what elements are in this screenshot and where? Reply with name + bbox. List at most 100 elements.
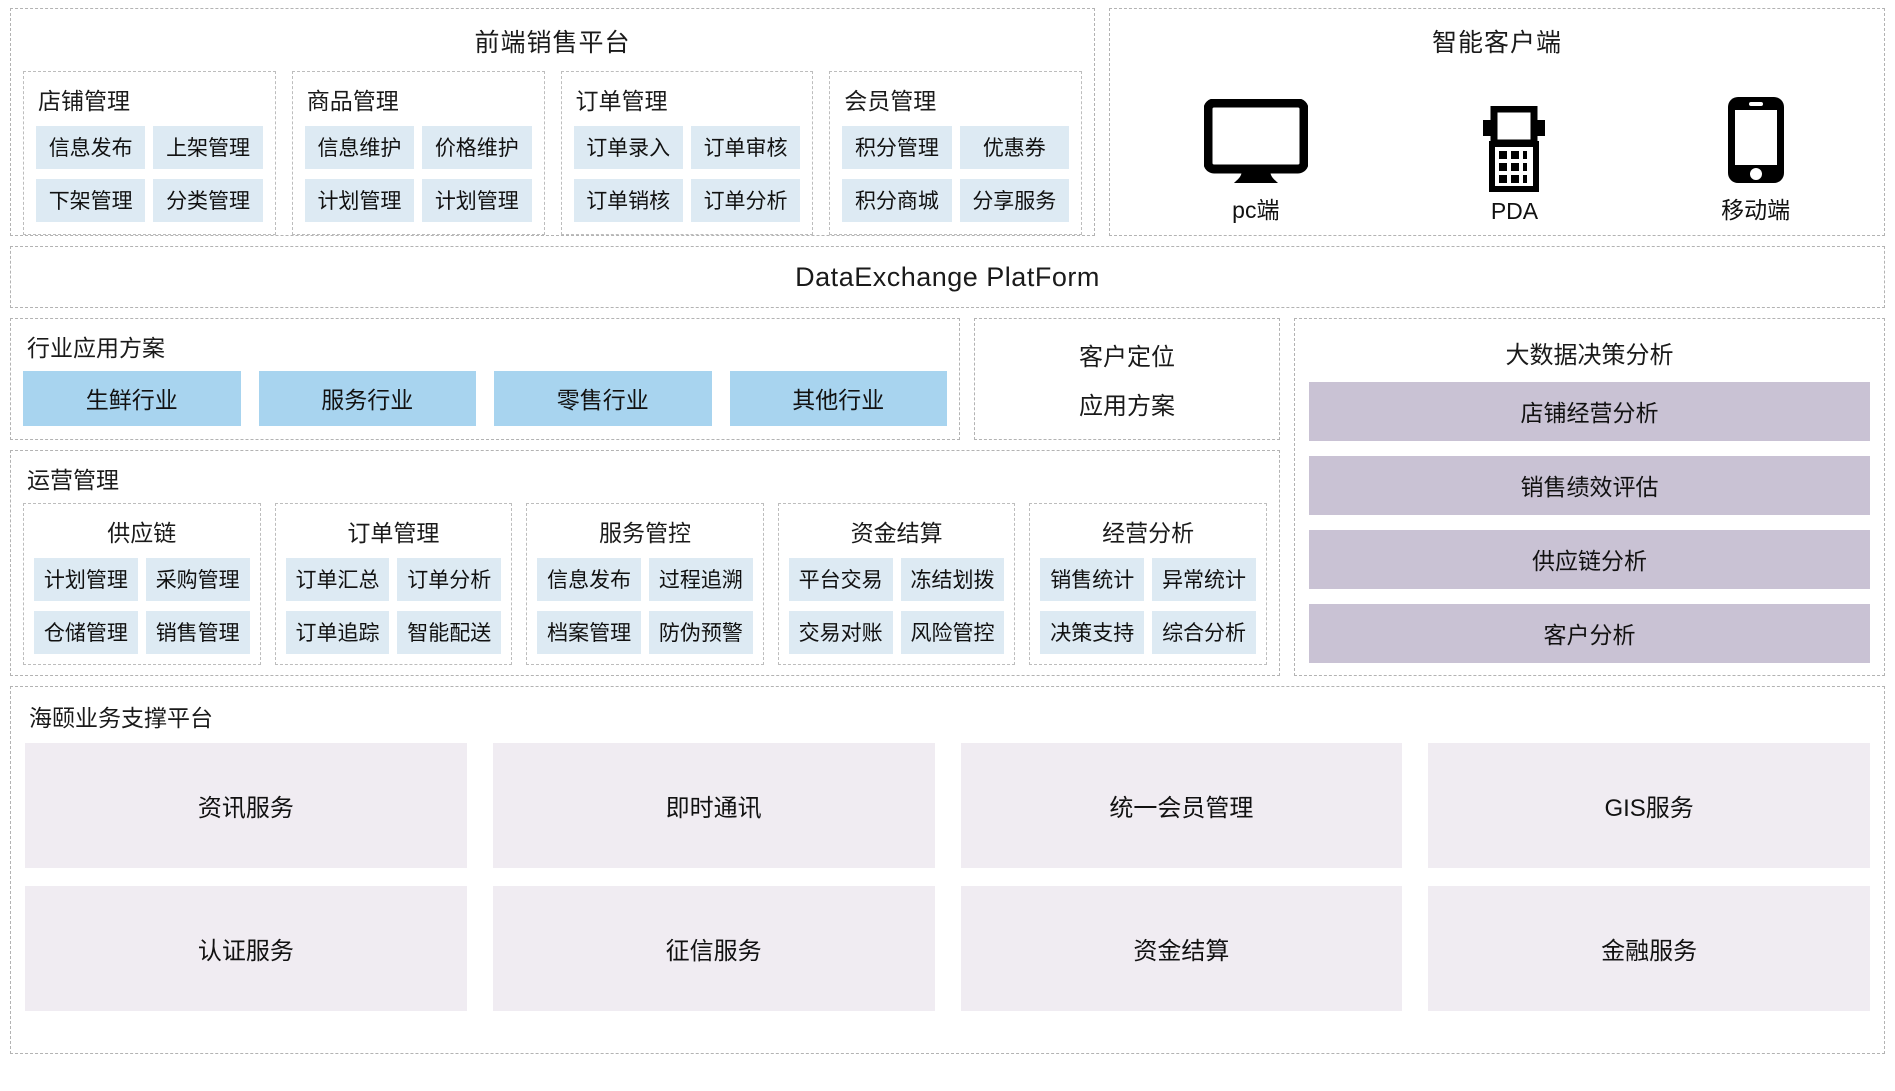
industry-button[interactable]: 零售行业: [494, 371, 712, 426]
chip-item[interactable]: 防伪预警: [648, 611, 753, 654]
chip-item[interactable]: 过程追溯: [648, 558, 753, 601]
chip-grid: 订单汇总 订单分析 订单追踪 智能配送: [285, 558, 502, 654]
chip-item[interactable]: 分类管理: [153, 179, 263, 222]
chip-item[interactable]: 分享服务: [959, 179, 1069, 222]
chip-item[interactable]: 信息维护: [304, 126, 415, 169]
ops-group-service-control: 服务管控 信息发布 过程追溯 档案管理 防伪预警: [526, 503, 764, 665]
chip-item[interactable]: 风险管控: [900, 611, 1005, 654]
chip-grid: 信息发布 上架管理 下架管理 分类管理: [36, 126, 263, 222]
chip-item[interactable]: 订单汇总: [285, 558, 390, 601]
smartphone-icon: [1726, 95, 1786, 185]
chip-item[interactable]: 信息发布: [36, 126, 146, 169]
chip-item[interactable]: 档案管理: [537, 611, 641, 654]
ops-group-business-analysis: 经营分析 销售统计 异常统计 决策支持 综合分析: [1029, 503, 1267, 665]
chip-grid: 销售统计 异常统计 决策支持 综合分析: [1040, 558, 1256, 654]
chip-item[interactable]: 订单销核: [573, 179, 683, 222]
device-label: pc端: [1232, 197, 1280, 223]
chip-item[interactable]: 计划管理: [422, 179, 532, 222]
support-service-item[interactable]: 即时通讯: [492, 743, 935, 868]
support-service-item[interactable]: 资金结算: [960, 886, 1403, 1011]
bigdata-item[interactable]: 客户分析: [1309, 604, 1870, 663]
industry-button[interactable]: 生鲜行业: [23, 371, 241, 426]
middle-row: 行业应用方案 生鲜行业 服务行业 零售行业 其他行业 客户定位 应用方案 运营管…: [10, 318, 1885, 676]
ops-group-title: 服务管控: [598, 520, 691, 546]
support-service-item[interactable]: 统一会员管理: [960, 743, 1403, 868]
chip-item[interactable]: 积分商城: [842, 179, 952, 222]
monitor-icon: [1203, 99, 1308, 185]
chip-item[interactable]: 订单分析: [690, 179, 801, 222]
ops-group-title: 供应链: [107, 520, 177, 546]
chip-item[interactable]: 决策支持: [1040, 611, 1145, 654]
support-service-item[interactable]: 征信服务: [492, 886, 935, 1011]
bigdata-item[interactable]: 销售绩效评估: [1309, 456, 1870, 515]
chip-item[interactable]: 积分管理: [842, 126, 952, 169]
bigdata-item[interactable]: 供应链分析: [1309, 530, 1870, 589]
pda-terminal-icon: [1471, 106, 1557, 192]
group-label: 会员管理: [844, 88, 937, 114]
industry-button-row: 生鲜行业 服务行业 零售行业 其他行业: [23, 371, 947, 426]
chip-item[interactable]: 下架管理: [36, 179, 146, 222]
chip-item[interactable]: 采购管理: [145, 558, 250, 601]
chip-item[interactable]: 异常统计: [1152, 558, 1256, 601]
chip-item[interactable]: 订单审核: [690, 126, 801, 169]
ops-group-fund-settlement: 资金结算 平台交易 冻结划拨 交易对账 风险管控: [777, 503, 1016, 665]
front-sales-platform-title: 前端销售平台: [474, 29, 631, 57]
chip-grid: 平台交易 冻结划拨 交易对账 风险管控: [788, 558, 1005, 654]
chip-item[interactable]: 优惠券: [959, 126, 1069, 169]
chip-item[interactable]: 销售管理: [145, 611, 250, 654]
bigdata-decision-analysis-panel: 大数据决策分析 店铺经营分析 销售绩效评估 供应链分析 客户分析: [1294, 318, 1885, 676]
device-pda[interactable]: PDA: [1471, 106, 1557, 225]
group-store-management: 店铺管理 信息发布 上架管理 下架管理 分类管理: [23, 71, 276, 235]
chip-item[interactable]: 价格维护: [422, 126, 532, 169]
data-exchange-platform-title: DataExchange PlatForm: [795, 261, 1100, 292]
industry-solutions-panel: 行业应用方案 生鲜行业 服务行业 零售行业 其他行业: [10, 318, 960, 440]
industry-button[interactable]: 服务行业: [258, 371, 476, 426]
chip-grid: 计划管理 采购管理 仓储管理 销售管理: [34, 558, 250, 654]
chip-item[interactable]: 交易对账: [788, 611, 893, 654]
group-order-management: 订单管理 订单录入 订单审核 订单销核 订单分析: [560, 71, 814, 235]
chip-item[interactable]: 订单录入: [573, 126, 683, 169]
chip-grid: 订单录入 订单审核 订单销核 订单分析: [573, 126, 801, 222]
chip-item[interactable]: 仓储管理: [34, 611, 138, 654]
support-service-item[interactable]: GIS服务: [1428, 743, 1870, 868]
middle-left-column: 行业应用方案 生鲜行业 服务行业 零售行业 其他行业 客户定位 应用方案 运营管…: [10, 318, 1280, 676]
device-pc[interactable]: pc端: [1203, 99, 1308, 225]
ops-group-title: 订单管理: [347, 520, 440, 546]
chip-item[interactable]: 平台交易: [788, 558, 893, 601]
support-service-item[interactable]: 金融服务: [1428, 886, 1870, 1011]
chip-item[interactable]: 冻结划拨: [900, 558, 1005, 601]
customer-positioning-line2: 应用方案: [1079, 393, 1175, 420]
support-service-item[interactable]: 认证服务: [25, 886, 467, 1011]
smart-client-panel: 智能客户端 pc端: [1109, 8, 1885, 236]
group-label: 店铺管理: [38, 88, 130, 114]
chip-item[interactable]: 订单追踪: [285, 611, 390, 654]
support-service-grid: 资讯服务 即时通讯 统一会员管理 GIS服务 认证服务 征信服务 资金结算 金融…: [25, 743, 1870, 1011]
support-platform-label: 海颐业务支撑平台: [29, 705, 213, 731]
chip-item[interactable]: 综合分析: [1152, 611, 1256, 654]
chip-item[interactable]: 计划管理: [304, 179, 415, 222]
bigdata-item-list: 店铺经营分析 销售绩效评估 供应链分析 客户分析: [1309, 382, 1870, 663]
support-platform-panel: 海颐业务支撑平台 资讯服务 即时通讯 统一会员管理 GIS服务 认证服务 征信服…: [10, 686, 1885, 1054]
chip-item[interactable]: 信息发布: [537, 558, 641, 601]
chip-grid: 信息维护 价格维护 计划管理 计划管理: [304, 126, 532, 222]
chip-item[interactable]: 上架管理: [153, 126, 263, 169]
device-mobile[interactable]: 移动端: [1721, 95, 1790, 225]
data-exchange-platform-band: DataExchange PlatForm: [10, 246, 1885, 308]
front-sales-platform-panel: 前端销售平台 店铺管理 信息发布 上架管理 下架管理 分类管理 商品管理 信息维…: [10, 8, 1095, 236]
chip-item[interactable]: 订单分析: [397, 558, 502, 601]
front-sales-groups: 店铺管理 信息发布 上架管理 下架管理 分类管理 商品管理 信息维护 价格维护 …: [23, 71, 1082, 235]
industry-button[interactable]: 其他行业: [729, 371, 947, 426]
chip-item[interactable]: 销售统计: [1040, 558, 1145, 601]
operations-management-panel: 运营管理 供应链 计划管理 采购管理 仓储管理 销售管理 订单管理: [10, 450, 1280, 676]
chip-item[interactable]: 智能配送: [397, 611, 502, 654]
bigdata-item[interactable]: 店铺经营分析: [1309, 382, 1870, 441]
group-label: 订单管理: [575, 88, 668, 114]
ops-group-title: 经营分析: [1102, 520, 1195, 546]
ops-group-order-management: 订单管理 订单汇总 订单分析 订单追踪 智能配送: [274, 503, 513, 665]
group-product-management: 商品管理 信息维护 价格维护 计划管理 计划管理: [291, 71, 545, 235]
chip-item[interactable]: 计划管理: [34, 558, 138, 601]
support-service-item[interactable]: 资讯服务: [25, 743, 467, 868]
smart-client-title: 智能客户端: [1431, 29, 1562, 57]
chip-grid: 信息发布 过程追溯 档案管理 防伪预警: [537, 558, 753, 654]
